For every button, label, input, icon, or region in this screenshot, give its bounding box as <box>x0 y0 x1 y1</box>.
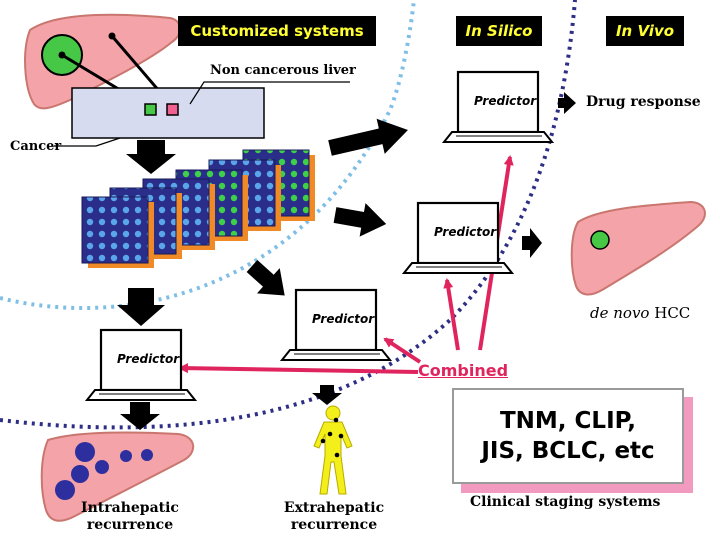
de-novo-text: de novo <box>590 304 650 322</box>
in-silico-header: In Silico <box>456 16 542 46</box>
arrow <box>117 288 165 326</box>
laptop-icon <box>279 288 393 361</box>
predictor-label: Predictor <box>474 94 537 108</box>
tumor-icon <box>590 230 610 250</box>
nodule-icon <box>141 449 153 461</box>
non-cancerous-sample <box>166 103 179 116</box>
arrow <box>312 385 342 405</box>
human-body-icon <box>313 405 353 495</box>
intrahepatic-label: Intrahepatic recurrence <box>80 500 180 534</box>
predictor-label: Predictor <box>312 312 375 326</box>
liver-icon <box>570 200 706 296</box>
predictor-label: Predictor <box>434 225 497 239</box>
arrow <box>333 203 387 237</box>
laptop-icon <box>441 70 555 143</box>
laptop-icon <box>84 328 198 401</box>
arrow <box>246 260 285 296</box>
predictor-label: Predictor <box>117 352 180 366</box>
intrahepatic-line-1: Intrahepatic <box>81 500 179 516</box>
pink-arrow <box>383 337 422 364</box>
drug-response-label: Drug response <box>586 94 701 110</box>
intrahepatic-line-2: recurrence <box>86 517 174 533</box>
arrow <box>328 118 408 156</box>
staging-box: TNM, CLIP, JIS, BCLC, etc <box>452 388 684 484</box>
customized-systems-header: Customized systems <box>178 16 376 46</box>
nodule-icon <box>75 442 95 462</box>
arrow <box>120 402 160 430</box>
extrahepatic-line-2: recurrence <box>290 517 378 533</box>
staging-line-1: TNM, CLIP, <box>499 408 637 434</box>
nodule-icon <box>55 480 75 500</box>
liver-icon <box>40 431 194 522</box>
cancer-sample <box>144 103 157 116</box>
hcc-text: HCC <box>654 304 691 322</box>
pink-arrow <box>178 363 419 374</box>
in-silico-boundary <box>0 0 416 310</box>
cancer-label: Cancer <box>10 139 62 154</box>
arrow <box>126 140 176 174</box>
in-vivo-header: In Vivo <box>606 16 684 46</box>
laptop-icon <box>401 201 515 274</box>
pink-arrow <box>443 278 460 351</box>
nodule-icon <box>71 465 89 483</box>
microarray-icon <box>81 149 315 268</box>
combined-label: Combined <box>418 361 509 380</box>
clinical-staging-label: Clinical staging systems <box>470 494 661 510</box>
staging-line-2: JIS, BCLC, etc <box>481 438 655 464</box>
nodule-icon <box>120 450 132 462</box>
non-cancerous-liver-label: Non cancerous liver <box>210 63 356 78</box>
extrahepatic-line-1: Extrahepatic <box>283 500 385 516</box>
in-vivo-boundary <box>0 0 577 430</box>
arrow <box>558 92 576 114</box>
de-novo-hcc-label: de novo HCC <box>590 305 690 322</box>
nodule-icon <box>95 460 109 474</box>
extrahepatic-label: Extrahepatic recurrence <box>282 500 386 534</box>
arrow <box>522 228 542 258</box>
